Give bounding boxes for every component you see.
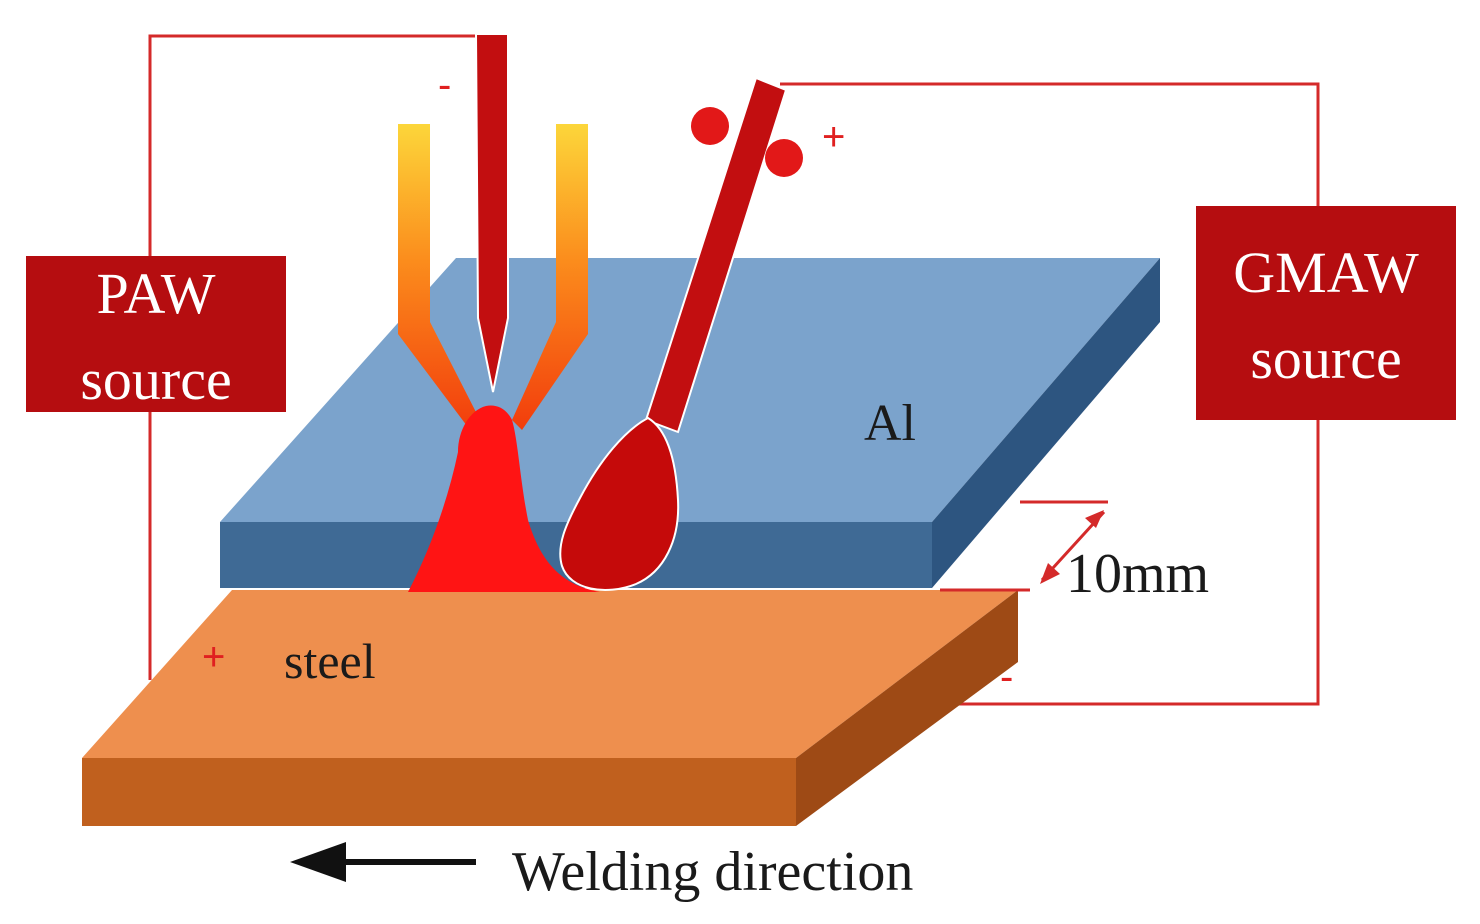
paw-weld-pool xyxy=(408,405,600,592)
steel-polarity: + xyxy=(202,635,225,679)
paw-nozzle-right xyxy=(512,124,588,430)
direction-arrow-icon xyxy=(290,842,346,882)
steel-plate xyxy=(82,590,1018,826)
steel-label: steel xyxy=(284,633,376,689)
aluminum-plate-side xyxy=(932,258,1160,588)
steel-plate-side xyxy=(796,590,1018,826)
gmaw-droplet-left xyxy=(691,107,729,145)
gmaw-droplet-right xyxy=(765,139,803,177)
paw-torch xyxy=(398,33,588,430)
dimension-label: 10mm xyxy=(1066,543,1209,605)
steel-plate-top xyxy=(82,590,1018,758)
paw-nozzle-left xyxy=(398,124,480,430)
paw-source-line2: source xyxy=(80,347,231,412)
gmaw-source-line2: source xyxy=(1250,326,1401,391)
gmaw-return-polarity: - xyxy=(1000,655,1013,699)
welding-direction-label: Welding direction xyxy=(512,841,913,903)
gmaw-torch xyxy=(559,76,803,591)
gmaw-wire xyxy=(644,76,788,434)
gmaw-source-box: GMAW source xyxy=(1196,206,1456,420)
gmaw-wire-polarity: + xyxy=(822,115,845,159)
welding-direction: Welding direction xyxy=(290,841,913,903)
gmaw-weld-drop xyxy=(559,416,680,591)
dimension-marker xyxy=(940,500,1108,592)
paw-electrode xyxy=(474,33,509,393)
paw-source-box: PAW source xyxy=(26,256,286,412)
aluminum-label: Al xyxy=(864,395,916,452)
paw-circuit xyxy=(148,34,488,680)
paw-source-line1: PAW xyxy=(97,261,216,326)
gmaw-source-line1: GMAW xyxy=(1233,240,1419,305)
steel-plate-front xyxy=(82,758,796,826)
gmaw-circuit xyxy=(780,82,1320,706)
paw-electrode-polarity: - xyxy=(438,63,451,107)
